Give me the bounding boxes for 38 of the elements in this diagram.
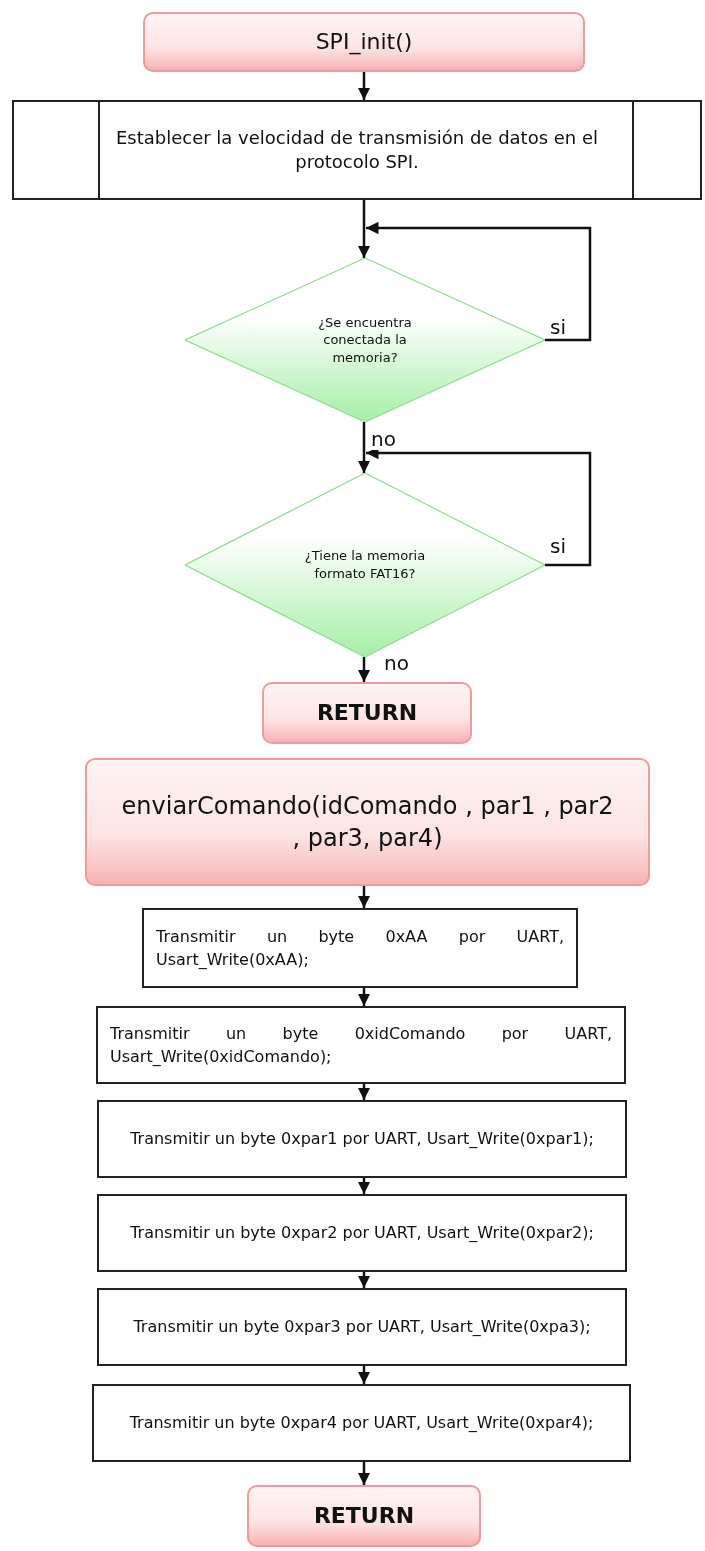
arrow (357, 1366, 371, 1384)
question-text: ¿Tiene la memoria formato FAT16? (303, 547, 427, 583)
node-text: Transmitir un byte 0xidComando por UART, Usart_Write(0xidComando); (109, 1022, 613, 1068)
arrow (357, 200, 371, 258)
arrow (357, 1272, 371, 1288)
node-text: Establecer la velocidad de transmisión de datos en el protocolo SPI. (114, 125, 600, 174)
predefined-process-box (12, 100, 702, 200)
question-text: ¿Se encuentra conectada la memoria? (317, 313, 413, 367)
arrow (357, 72, 371, 100)
terminal-box (143, 12, 585, 72)
node-text: RETURN (316, 699, 418, 728)
node-text: Transmitir un byte 0xpar3 por UART, Usart_Write(0xpa3); (132, 1316, 592, 1339)
arrow (357, 988, 371, 1006)
process-box (97, 1288, 627, 1366)
terminal-box (85, 758, 650, 886)
node-text: RETURN (313, 1502, 415, 1531)
process-box (97, 1194, 627, 1272)
node-text: Transmitir un byte 0xpar2 por UART, Usart_Write(0xpar2); (129, 1222, 595, 1245)
process-box (96, 1006, 626, 1084)
node-text: Transmitir un byte 0xpar4 por UART, Usart_Write(0xpar4); (128, 1412, 595, 1435)
terminal-box (247, 1485, 481, 1547)
terminal-box (262, 682, 472, 744)
node-text: SPI_init() (315, 28, 413, 57)
node-text: enviarComando(idComando , par1 , par2 , par3, par4) (120, 790, 615, 854)
arrow (357, 657, 371, 682)
decision-diamond (185, 258, 545, 422)
arrow (357, 1084, 371, 1100)
arrow (357, 1462, 371, 1485)
arrow (357, 886, 371, 908)
arrow (357, 1178, 371, 1194)
decision-diamond (185, 473, 545, 657)
loop-arrow (366, 221, 592, 342)
process-box (97, 1100, 627, 1178)
node-text: Transmitir un byte 0xpar1 por UART, Usart_Write(0xpar1); (129, 1128, 595, 1151)
node-text: Transmitir un byte 0xAA por UART, Usart_Write(0xAA); (155, 925, 565, 971)
process-box (142, 908, 578, 988)
arrow (357, 422, 371, 473)
process-box (92, 1384, 631, 1462)
